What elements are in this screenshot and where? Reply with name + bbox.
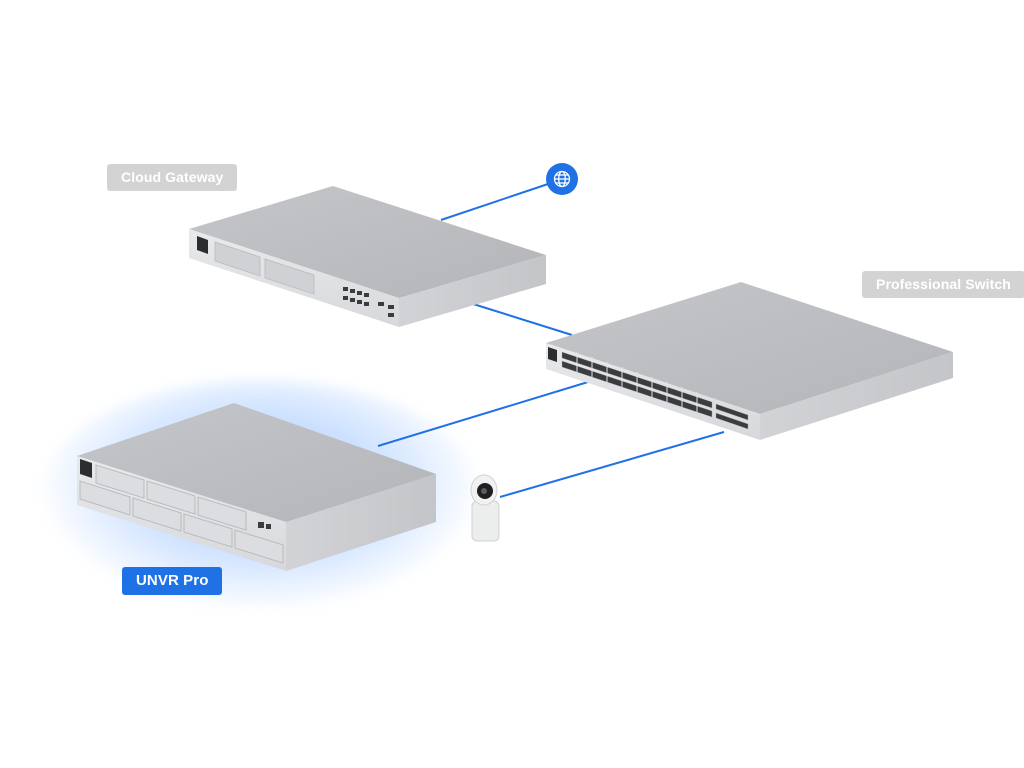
internet-node xyxy=(546,163,578,195)
gateway-ports xyxy=(343,287,394,317)
link-switch-unvr xyxy=(377,381,589,447)
connection-links xyxy=(377,183,725,498)
link-gateway-switch xyxy=(469,302,573,336)
unvr-pro-label: UNVR Pro xyxy=(122,567,223,595)
cloud-gateway-device xyxy=(189,186,546,327)
camera-device xyxy=(470,474,500,542)
professional-switch-label: Professional Switch xyxy=(862,271,1024,298)
globe-icon xyxy=(553,170,571,188)
cloud-gateway-label: Cloud Gateway xyxy=(107,164,238,191)
professional-switch-device xyxy=(546,282,953,440)
link-switch-camera xyxy=(499,431,725,498)
unvr-drive-bays xyxy=(79,464,284,564)
link-internet-gateway xyxy=(440,183,549,221)
unvr-pro-device xyxy=(77,403,436,571)
